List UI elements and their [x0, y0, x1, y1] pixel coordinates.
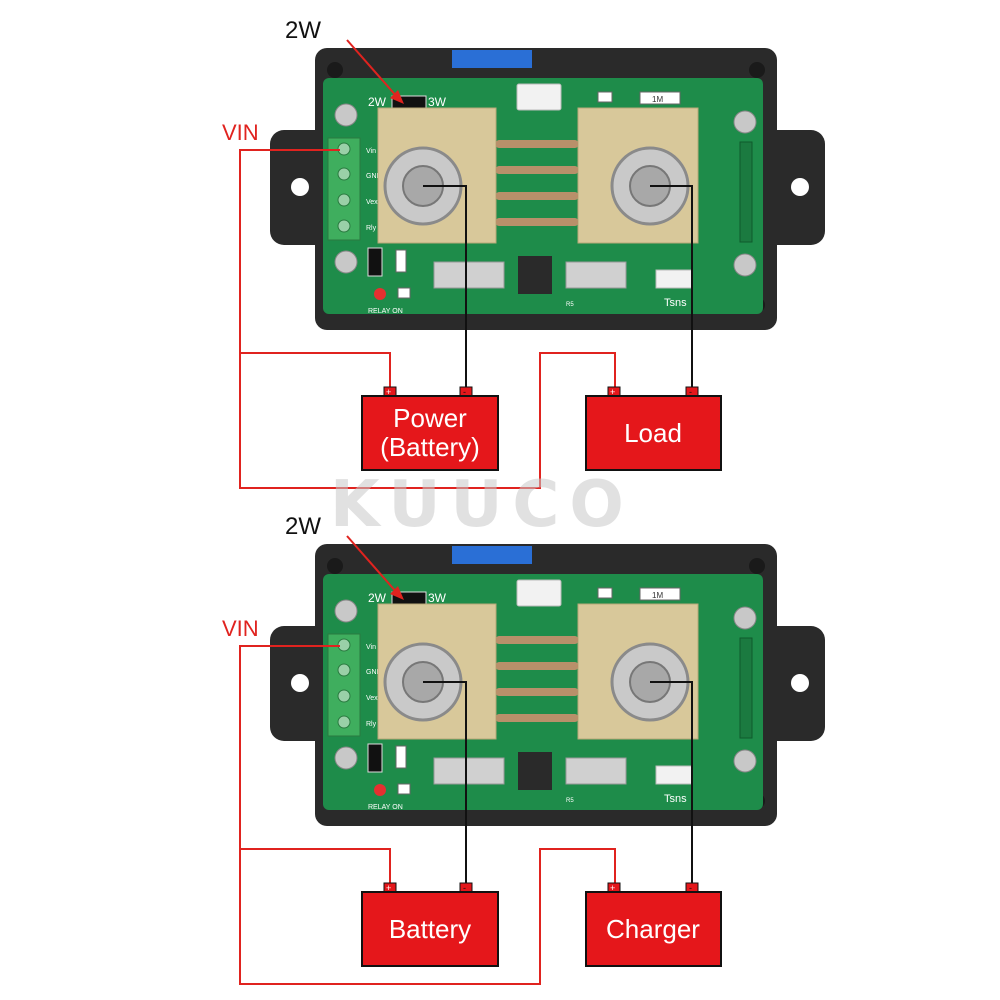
callout-arrowhead [390, 586, 404, 600]
r5-label: R5 [566, 798, 574, 804]
shunt-strip [496, 166, 578, 174]
right-box-plus-sign: + [610, 883, 615, 893]
shunt-strip [496, 218, 578, 226]
right-box-label: Charger [606, 914, 700, 944]
pcb-screw-icon [733, 110, 757, 134]
jumper-2w-label: 2W [368, 95, 387, 109]
shunt-strip [496, 636, 578, 644]
jumper-3w-label: 3W [428, 95, 447, 109]
right-battery-box [585, 395, 722, 471]
jumper-callout-label: 2W [285, 17, 321, 44]
red-wire [239, 535, 616, 985]
relay-on-label: RELAY ON [368, 804, 403, 811]
pin-label-vin: Vin [366, 148, 376, 155]
lug-left [433, 757, 505, 785]
relay-on-label: RELAY ON [368, 308, 403, 315]
pin-label-rly: Rly [366, 225, 377, 232]
left-battery-box [361, 395, 499, 471]
right-box-minus-sign: - [689, 387, 692, 397]
black-lead [423, 185, 693, 388]
connector-top [516, 579, 562, 607]
trim-resistor-bank [452, 50, 532, 68]
black-lead [423, 681, 693, 884]
jumper-callout-label: 2W [285, 513, 321, 540]
right-box-plus-sign: + [610, 387, 615, 397]
pin-label-vin: Vin [366, 644, 376, 651]
pin-label-gnd: GND [366, 669, 382, 676]
left-box-minus-sign: - [463, 883, 466, 893]
left-box-plus-sign: + [386, 883, 391, 893]
pcb-screw-icon [733, 253, 757, 277]
right-box-label: Load [624, 418, 682, 448]
watermark: KUUCO [330, 468, 634, 542]
vin-label: VIN [222, 120, 259, 145]
pcb-screw-icon [334, 599, 358, 623]
tsns-label: Tsns [664, 793, 687, 805]
shunt-strip [496, 192, 578, 200]
pin-label-vex: Vex [366, 199, 378, 206]
left-box-label: Battery [389, 914, 471, 944]
resistor-label: 1M [652, 95, 663, 104]
relay-led-icon [374, 784, 386, 796]
pin-header-right [739, 637, 753, 739]
resistor-label: 1M [652, 591, 663, 600]
wiring-diagram-1: Vin GND Vex Rly 1M 2W 3W Tsns R5 [222, 17, 825, 489]
left-battery-box [361, 891, 499, 967]
right-mount-hole [791, 178, 809, 196]
jumper-3w-label: 3W [428, 591, 447, 605]
lug-left [433, 261, 505, 289]
pcb-screw-icon [334, 103, 358, 127]
lug-right [565, 757, 627, 785]
tsns-label: Tsns [664, 297, 687, 309]
r5-label: R5 [566, 302, 574, 308]
shunt-strip [496, 714, 578, 722]
left-box-label-line2: (Battery) [380, 432, 480, 462]
wiring-diagram-2: Vin GND Vex Rly 1M 2W 3W Tsns R5 [222, 513, 825, 985]
left-box-minus-sign: - [463, 387, 466, 397]
vin-label: VIN [222, 616, 259, 641]
right-mount-hole [791, 674, 809, 692]
red-wire [239, 39, 616, 489]
pcb-screw-icon [733, 749, 757, 773]
left-mount-hole [291, 178, 309, 196]
pin-header-right [739, 141, 753, 243]
pcb-screw-icon [733, 606, 757, 630]
shunt-strip [496, 662, 578, 670]
tsns-connector [655, 269, 693, 289]
connector-top [516, 83, 562, 111]
callout-arrowhead [390, 90, 404, 104]
shunt-strip [496, 688, 578, 696]
pcb-screw-icon [334, 746, 358, 770]
transistor-chip [518, 256, 552, 294]
jumper-2w-label: 2W [368, 591, 387, 605]
right-box-minus-sign: - [689, 883, 692, 893]
pin-label-gnd: GND [366, 173, 382, 180]
left-mount-hole [291, 674, 309, 692]
transistor-chip [518, 752, 552, 790]
relay-led-icon [374, 288, 386, 300]
trim-resistor-bank [452, 546, 532, 564]
pcb-screw-icon [334, 250, 358, 274]
pin-label-rly: Rly [366, 721, 377, 728]
right-battery-box [585, 891, 722, 967]
left-box-label: Power [393, 403, 467, 433]
tsns-connector [655, 765, 693, 785]
lug-right [565, 261, 627, 289]
left-box-plus-sign: + [386, 387, 391, 397]
pin-label-vex: Vex [366, 695, 378, 702]
shunt-strip [496, 140, 578, 148]
